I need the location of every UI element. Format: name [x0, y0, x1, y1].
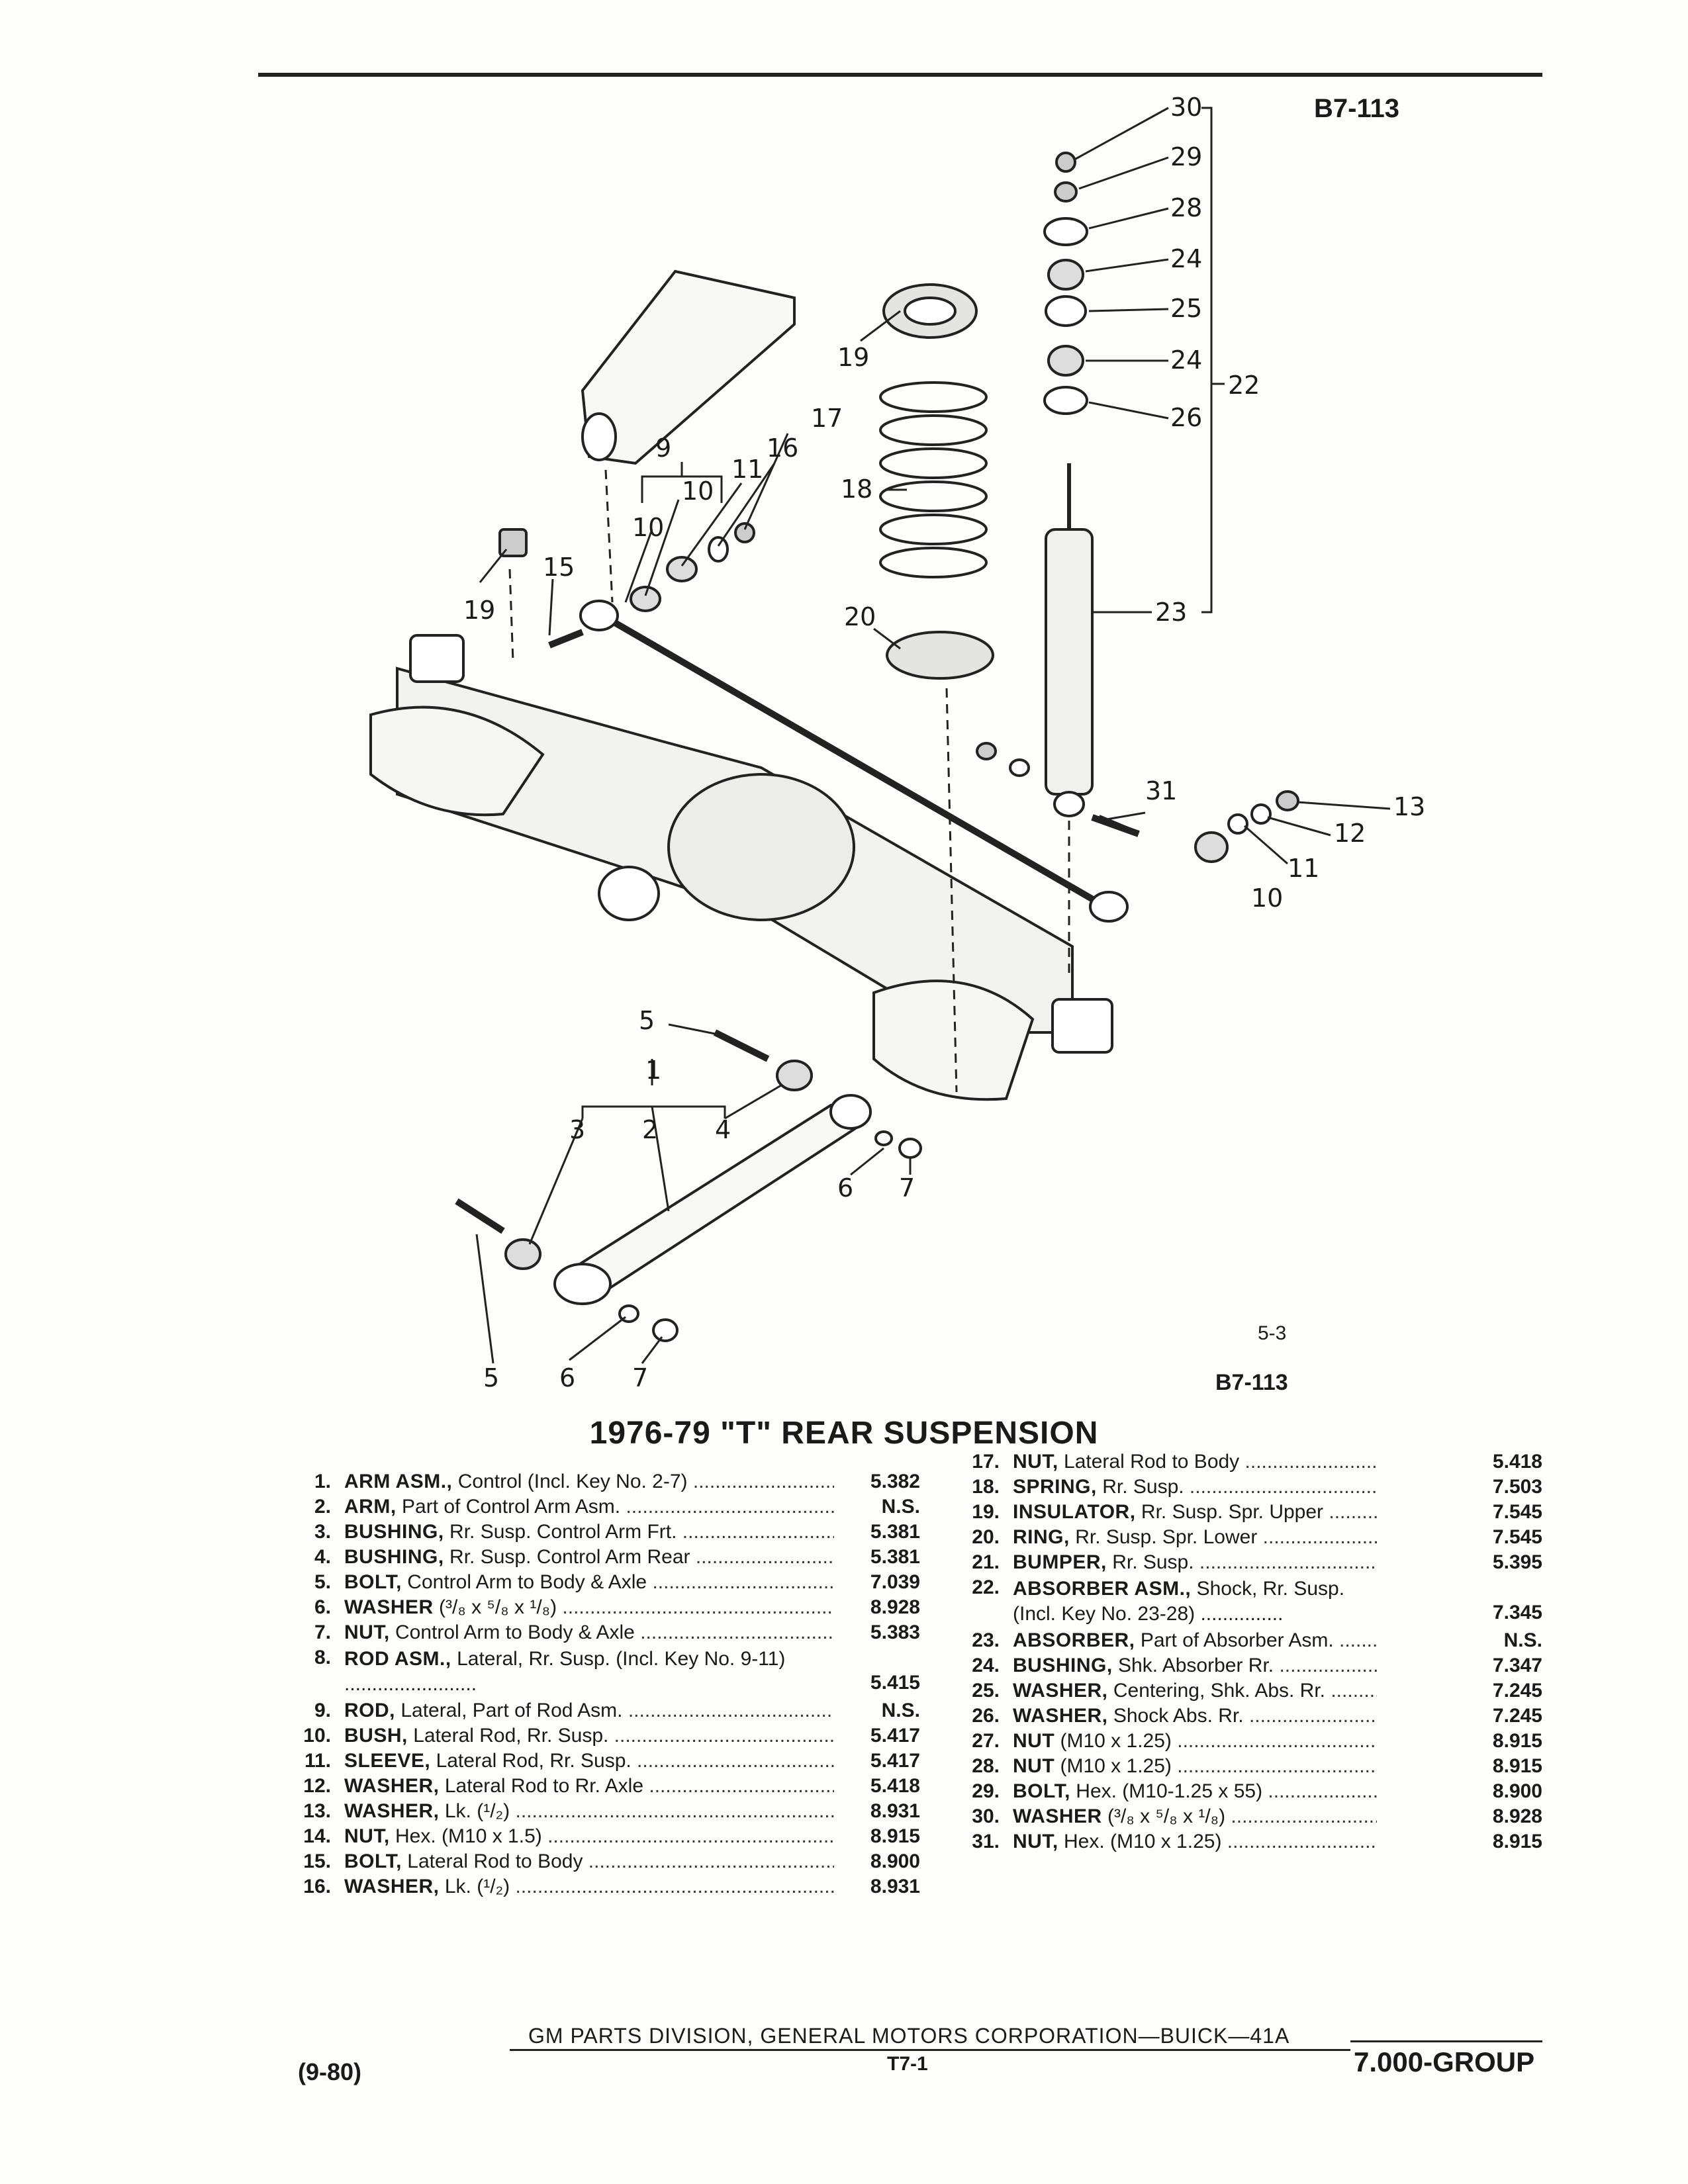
list-item: 7.NUT, Control Arm to Body & Axle5.383 [285, 1621, 1000, 1647]
callout-label: 24 [1170, 244, 1202, 273]
top-rule [258, 73, 1542, 77]
callout-label: 10 [632, 513, 664, 542]
footer-rule [510, 2049, 1350, 2051]
callout-label: 31 [1145, 776, 1177, 805]
list-item: 12.WASHER, Lateral Rod to Rr. Axle5.418 [285, 1775, 1000, 1800]
callout-label: 17 [811, 404, 843, 433]
list-item: 5.BOLT, Control Arm to Body & Axle7.039 [285, 1571, 1000, 1596]
list-item: 23.ABSORBER, Part of Absorber Asm.N.S. [953, 1629, 1542, 1655]
callout-label: 11 [1288, 854, 1319, 883]
footer-publisher: GM PARTS DIVISION, GENERAL MOTORS CORPOR… [523, 2024, 1295, 2048]
list-item: 1.ARM ASM., Control (Incl. Key No. 2-7)5… [285, 1471, 1000, 1496]
footer-rule-right [1350, 2040, 1542, 2042]
axle-flange-left [409, 634, 465, 683]
callout-label: 4 [715, 1115, 731, 1144]
callout-label: 3 [569, 1115, 585, 1144]
callout-label: 26 [1170, 403, 1202, 432]
list-item: 30.WASHER (³/₈ x ⁵/₈ x ¹/₈)8.928 [953, 1805, 1542, 1831]
callout-label: 5 [639, 1006, 655, 1035]
callout-label: 25 [1170, 294, 1202, 323]
callout-label: 11 [731, 455, 763, 484]
callout-labels: 30 29 28 24 25 24 26 22 23 19 18 20 31 1… [463, 93, 1425, 1392]
differential-carrier [667, 773, 855, 921]
list-item: 26.WASHER, Shock Abs. Rr.7.245 [953, 1705, 1542, 1730]
parts-list-right: 17.NUT, Lateral Rod to Body5.418 18.SPRI… [953, 1451, 1542, 1856]
callout-label: 7 [899, 1173, 915, 1203]
spring-seat-right [872, 979, 1035, 1101]
footer-group: 7.000-GROUP [1354, 2046, 1535, 2077]
list-item: 8.ROD ASM., Lateral, Rr. Susp. (Incl. Ke… [314, 1647, 920, 1695]
footer-date: (9-80) [298, 2058, 362, 2085]
list-item: 20.RING, Rr. Susp. Spr. Lower7.545 [953, 1526, 1542, 1551]
list-item: 18.SPRING, Rr. Susp.7.503 [953, 1476, 1542, 1501]
exploded-view-diagram: 30 29 28 24 25 24 26 22 23 19 18 20 31 1… [369, 93, 1425, 1392]
list-item: 9.ROD, Lateral, Part of Rod Asm.N.S. [285, 1700, 1000, 1725]
spring-seat-left [369, 705, 545, 817]
callout-label: 28 [1170, 193, 1202, 222]
callout-label: 15 [543, 553, 575, 582]
callout-label: 9 [655, 433, 671, 463]
callout-label: 5 [483, 1363, 499, 1392]
callout-label: 16 [767, 433, 798, 463]
list-item: 14.NUT, Hex. (M10 x 1.5)8.915 [285, 1825, 1000, 1850]
lower-ring [886, 631, 994, 680]
callout-label: 19 [463, 596, 495, 625]
parts-list-left: 1.ARM ASM., Control (Incl. Key No. 2-7)5… [285, 1471, 1000, 1901]
list-item: 29.BOLT, Hex. (M10-1.25 x 55)8.900 [953, 1780, 1542, 1805]
list-item: 17.NUT, Lateral Rod to Body5.418 [953, 1451, 1542, 1476]
callout-label: 13 [1393, 792, 1425, 821]
callout-label: 22 [1228, 371, 1260, 400]
figure-code-bottom: B7-113 [1215, 1370, 1288, 1395]
callout-label: 24 [1170, 345, 1202, 375]
callout-label: 2 [642, 1115, 658, 1144]
figure-number: 5-3 [1258, 1322, 1287, 1344]
list-item: 6.WASHER (³/₈ x ⁵/₈ x ¹/₈)8.928 [285, 1596, 1000, 1621]
callout-label: 7 [632, 1363, 648, 1392]
list-item: 3.BUSHING, Rr. Susp. Control Arm Frt.5.3… [285, 1521, 1000, 1546]
callout-label: 23 [1155, 598, 1187, 627]
callout-label: 18 [841, 475, 872, 504]
list-item: 21.BUMPER, Rr. Susp.5.395 [953, 1551, 1542, 1576]
list-item: 11.SLEEVE, Lateral Rod, Rr. Susp.5.417 [285, 1750, 1000, 1775]
callout-label: 20 [844, 602, 876, 631]
list-item: 10.BUSH, Lateral Rod, Rr. Susp.5.417 [285, 1725, 1000, 1750]
list-item: 22.ABSORBER ASM., Shock, Rr. Susp. (Incl… [972, 1576, 1542, 1625]
list-item: 24.BUSHING, Shk. Absorber Rr.7.347 [953, 1655, 1542, 1680]
coil-spring [879, 381, 988, 578]
list-item: 27.NUT (M10 x 1.25)8.915 [953, 1730, 1542, 1755]
callout-label: 6 [837, 1173, 853, 1203]
list-item: 13.WASHER, Lk. (¹/₂)8.931 [285, 1800, 1000, 1825]
lateral-rod [600, 612, 1107, 910]
page-title: 1976-79 "T" REAR SUSPENSION [589, 1416, 1099, 1451]
footer-page-number: T7-1 [887, 2053, 928, 2075]
shock-absorber-body [1045, 528, 1094, 796]
list-item: 28.NUT (M10 x 1.25)8.915 [953, 1755, 1542, 1780]
callout-label: 19 [837, 343, 869, 372]
figure-code-top: B7-113 [1314, 94, 1399, 123]
list-item: 15.BOLT, Lateral Rod to Body8.900 [285, 1850, 1000, 1876]
list-item: 25.WASHER, Centering, Shk. Abs. Rr.7.245 [953, 1680, 1542, 1705]
list-item: 2.ARM, Part of Control Arm Asm.N.S. [285, 1496, 1000, 1521]
callout-label: 6 [559, 1363, 575, 1392]
list-item: 16.WASHER, Lk. (¹/₂)8.931 [285, 1876, 1000, 1901]
callout-label: 29 [1170, 142, 1202, 171]
callout-label: 10 [682, 477, 714, 506]
callout-label: 10 [1251, 884, 1283, 913]
list-item: 31.NUT, Hex. (M10 x 1.25)8.915 [953, 1831, 1542, 1856]
list-item: 19.INSULATOR, Rr. Susp. Spr. Upper7.545 [953, 1501, 1542, 1526]
axle-flange-right [1051, 998, 1113, 1054]
list-item: 4.BUSHING, Rr. Susp. Control Arm Rear5.3… [285, 1546, 1000, 1571]
callout-label: 12 [1334, 819, 1366, 848]
callout-label: 1 [645, 1056, 661, 1085]
axle-flange-center [598, 866, 660, 921]
callout-label: 30 [1170, 93, 1202, 122]
